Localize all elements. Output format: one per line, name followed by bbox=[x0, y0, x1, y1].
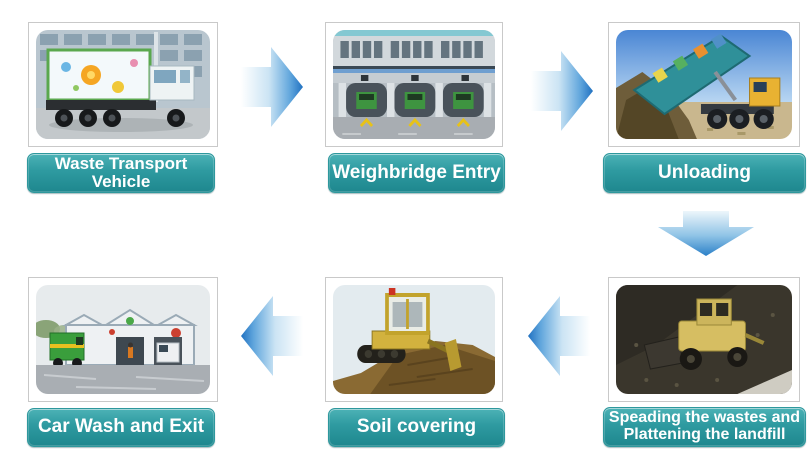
weighbridge-label: Weighbridge Entry bbox=[328, 153, 505, 193]
arrow-left-1-icon bbox=[528, 296, 590, 376]
unloading-label: Unloading bbox=[603, 153, 806, 193]
weighbridge-photo-frame bbox=[325, 22, 503, 147]
unloading-photo bbox=[616, 30, 792, 139]
arrow-left-2-icon bbox=[241, 296, 303, 376]
spreading-photo-frame bbox=[608, 277, 800, 402]
arrow-right-2-icon bbox=[531, 51, 593, 131]
waste-transport-label: Waste Transport Vehicle bbox=[27, 153, 215, 193]
car-wash-photo bbox=[36, 285, 210, 394]
waste-transport-photo-frame bbox=[28, 22, 218, 147]
spreading-photo bbox=[616, 285, 792, 394]
car-wash-label: Car Wash and Exit bbox=[27, 408, 215, 447]
soil-covering-photo bbox=[333, 285, 495, 394]
soil-covering-photo-frame bbox=[325, 277, 503, 402]
car-wash-photo-frame bbox=[28, 277, 218, 402]
unloading-photo-frame bbox=[608, 22, 800, 147]
spreading-label: Speading the wastes and Plattening the l… bbox=[603, 407, 806, 447]
arrow-down-icon bbox=[658, 211, 754, 256]
soil-covering-label: Soil covering bbox=[328, 408, 505, 447]
waste-transport-photo bbox=[36, 30, 210, 139]
arrow-right-1-icon bbox=[241, 47, 303, 127]
weighbridge-photo bbox=[333, 30, 495, 139]
